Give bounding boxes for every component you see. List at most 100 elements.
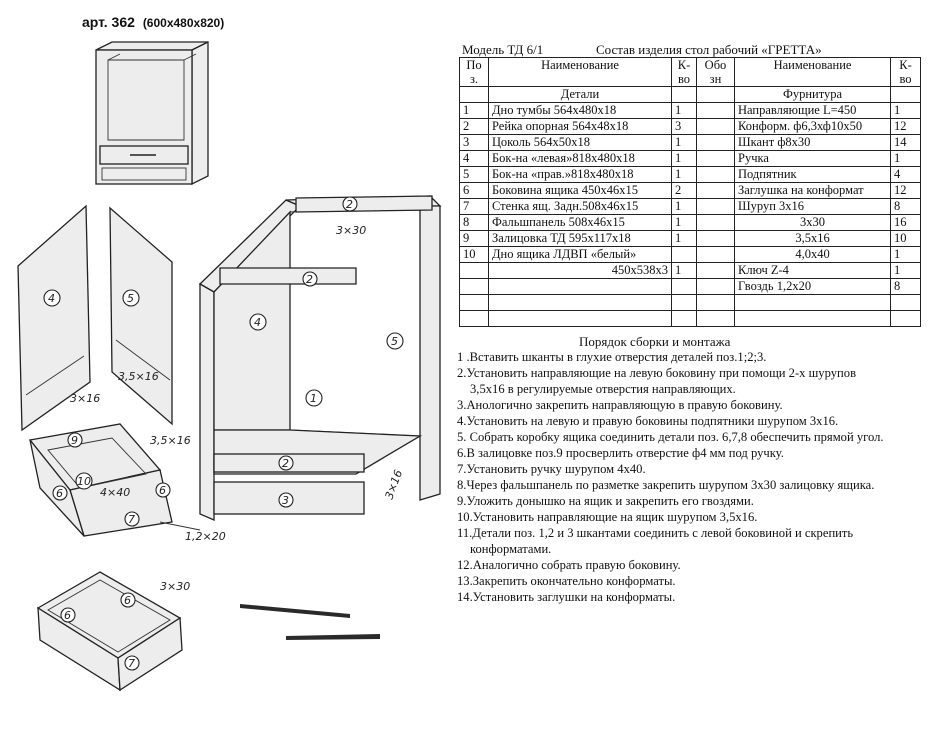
label-6a: 6	[56, 487, 63, 500]
pos-cell: 9	[459, 230, 489, 247]
label-2c: 2	[282, 457, 289, 470]
fitting-name-cell: Ключ Z-4	[734, 262, 891, 279]
qty-cell: 1	[671, 214, 697, 231]
assembly-step: 10.Установить направляющие на ящик шуруп…	[457, 510, 758, 524]
name-cell	[488, 310, 672, 327]
right-side-panel: 5	[109, 206, 173, 426]
dim-4x40: 4×40	[100, 486, 130, 499]
label-2a: 2	[346, 198, 353, 211]
table-header-row: По з. Наименование К- во Обо зн Наименов…	[459, 57, 921, 87]
fitting-qty-cell: 16	[890, 214, 921, 231]
pos-cell	[459, 294, 489, 311]
qty-cell: 1	[671, 198, 697, 215]
label-7b: 7	[128, 657, 135, 670]
qty-cell: 3	[671, 118, 697, 135]
label-6c: 6	[64, 609, 71, 622]
qty-cell: 1	[671, 102, 697, 119]
fitting-qty-cell	[890, 294, 921, 311]
designation-cell	[696, 150, 735, 167]
qty-cell	[671, 246, 697, 263]
fitting-qty-cell: 1	[890, 246, 921, 263]
composition-title: Состав изделия стол рабочий «ГРЕТТА»	[596, 42, 822, 57]
fitting-name-cell: 3х30	[734, 214, 891, 231]
qty-cell	[671, 278, 697, 295]
name-cell: Боковина ящика 450х46х15	[488, 182, 672, 199]
qty-cell: 1	[671, 150, 697, 167]
fitting-name-cell: Шуруп 3х16	[734, 198, 891, 215]
label-9: 9	[71, 434, 78, 447]
article-label: арт. 362	[82, 14, 135, 30]
assembly-step: 12.Аналогично собрать правую боковину.	[457, 558, 681, 572]
assembly-step: 13.Закрепить окончательно конформаты.	[457, 574, 676, 588]
dim-3-5x16-a: 3,5×16	[118, 370, 159, 383]
name-cell: Дно ящика ЛДВП «белый»	[488, 246, 672, 263]
parts-table: По з. Наименование К- во Обо зн Наименов…	[459, 57, 921, 327]
assembly-step: 7.Установить ручку шурупом 4х40.	[457, 462, 646, 476]
name-cell: Стенка ящ. Задн.508х46х15	[488, 198, 672, 215]
designation-cell	[696, 102, 735, 119]
fitting-qty-cell: 8	[890, 198, 921, 215]
dim-3x16-a: 3×16	[70, 392, 100, 405]
fitting-qty-cell: 10	[890, 230, 921, 247]
fitting-name-cell	[734, 310, 891, 327]
name-cell	[488, 278, 672, 295]
fitting-name-cell: Заглушка на конформат	[734, 182, 891, 199]
fitting-qty-cell: 1	[890, 102, 921, 119]
designation-cell	[696, 182, 735, 199]
assembly-step-continuation: 3,5х16 в регулируемые отверстия направля…	[470, 382, 736, 396]
pos-cell: 8	[459, 214, 489, 231]
model-label: Модель ТД 6/1	[462, 42, 544, 57]
label-7a: 7	[128, 513, 135, 526]
cabinet-carcass: 2 2 2 3 1 4 5	[198, 195, 442, 521]
label-6d: 6	[124, 594, 131, 607]
fitting-qty-cell: 4	[890, 166, 921, 183]
header-fitting-name: Наименование	[734, 57, 891, 87]
designation-cell	[696, 118, 735, 135]
header-qty: К- во	[671, 57, 697, 87]
fitting-qty-cell: 1	[890, 262, 921, 279]
fitting-qty-cell: 12	[890, 182, 921, 199]
assembly-step: 9.Уложить донышко на ящик и закрепить ег…	[457, 494, 754, 508]
dim-3x16-right: 3×16	[383, 468, 406, 501]
assembly-step: 14.Установить заглушки на конформаты.	[457, 590, 676, 604]
pos-cell: 5	[459, 166, 489, 183]
designation-cell	[696, 246, 735, 263]
assembly-step: 8.Через фальшпанель по разметке закрепит…	[457, 478, 875, 492]
label-2b: 2	[306, 273, 313, 286]
assembly-step: 11.Детали поз. 1,2 и 3 шкантами соединит…	[457, 526, 854, 540]
pos-cell: 6	[459, 182, 489, 199]
fitting-name-cell: Ручка	[734, 150, 891, 167]
assembly-step: 2.Установить направляющие на левую боков…	[457, 366, 857, 380]
name-cell: Бок-на «прав.»818х480х18	[488, 166, 672, 183]
pos-cell: 2	[459, 118, 489, 135]
drawer-assembled: 6 6 7	[36, 571, 183, 692]
assembly-step: 5. Собрать коробку ящика соединить детал…	[457, 430, 884, 444]
article-size: (600x480x820)	[142, 16, 225, 30]
drawer-runners	[240, 604, 380, 640]
label-6b: 6	[159, 484, 166, 497]
pos-cell: 3	[459, 134, 489, 151]
fitting-name-cell: 3,5х16	[734, 230, 891, 247]
qty-cell	[671, 294, 697, 311]
designation-cell	[696, 262, 735, 279]
fitting-qty-cell: 8	[890, 278, 921, 295]
assembly-step: 6.В залицовке поз.9 просверлить отверсти…	[457, 446, 784, 460]
fitting-name-cell: Направляющие L=450	[734, 102, 891, 119]
header-pos: По з.	[459, 57, 489, 87]
cabinet-thumbnail	[95, 40, 209, 186]
fitting-name-cell: Подпятник	[734, 166, 891, 183]
fitting-qty-cell: 14	[890, 134, 921, 151]
designation-cell	[696, 166, 735, 183]
designation-cell	[696, 310, 735, 327]
label-1: 1	[310, 392, 317, 405]
fitting-name-cell: Шкант ф8х30	[734, 134, 891, 151]
